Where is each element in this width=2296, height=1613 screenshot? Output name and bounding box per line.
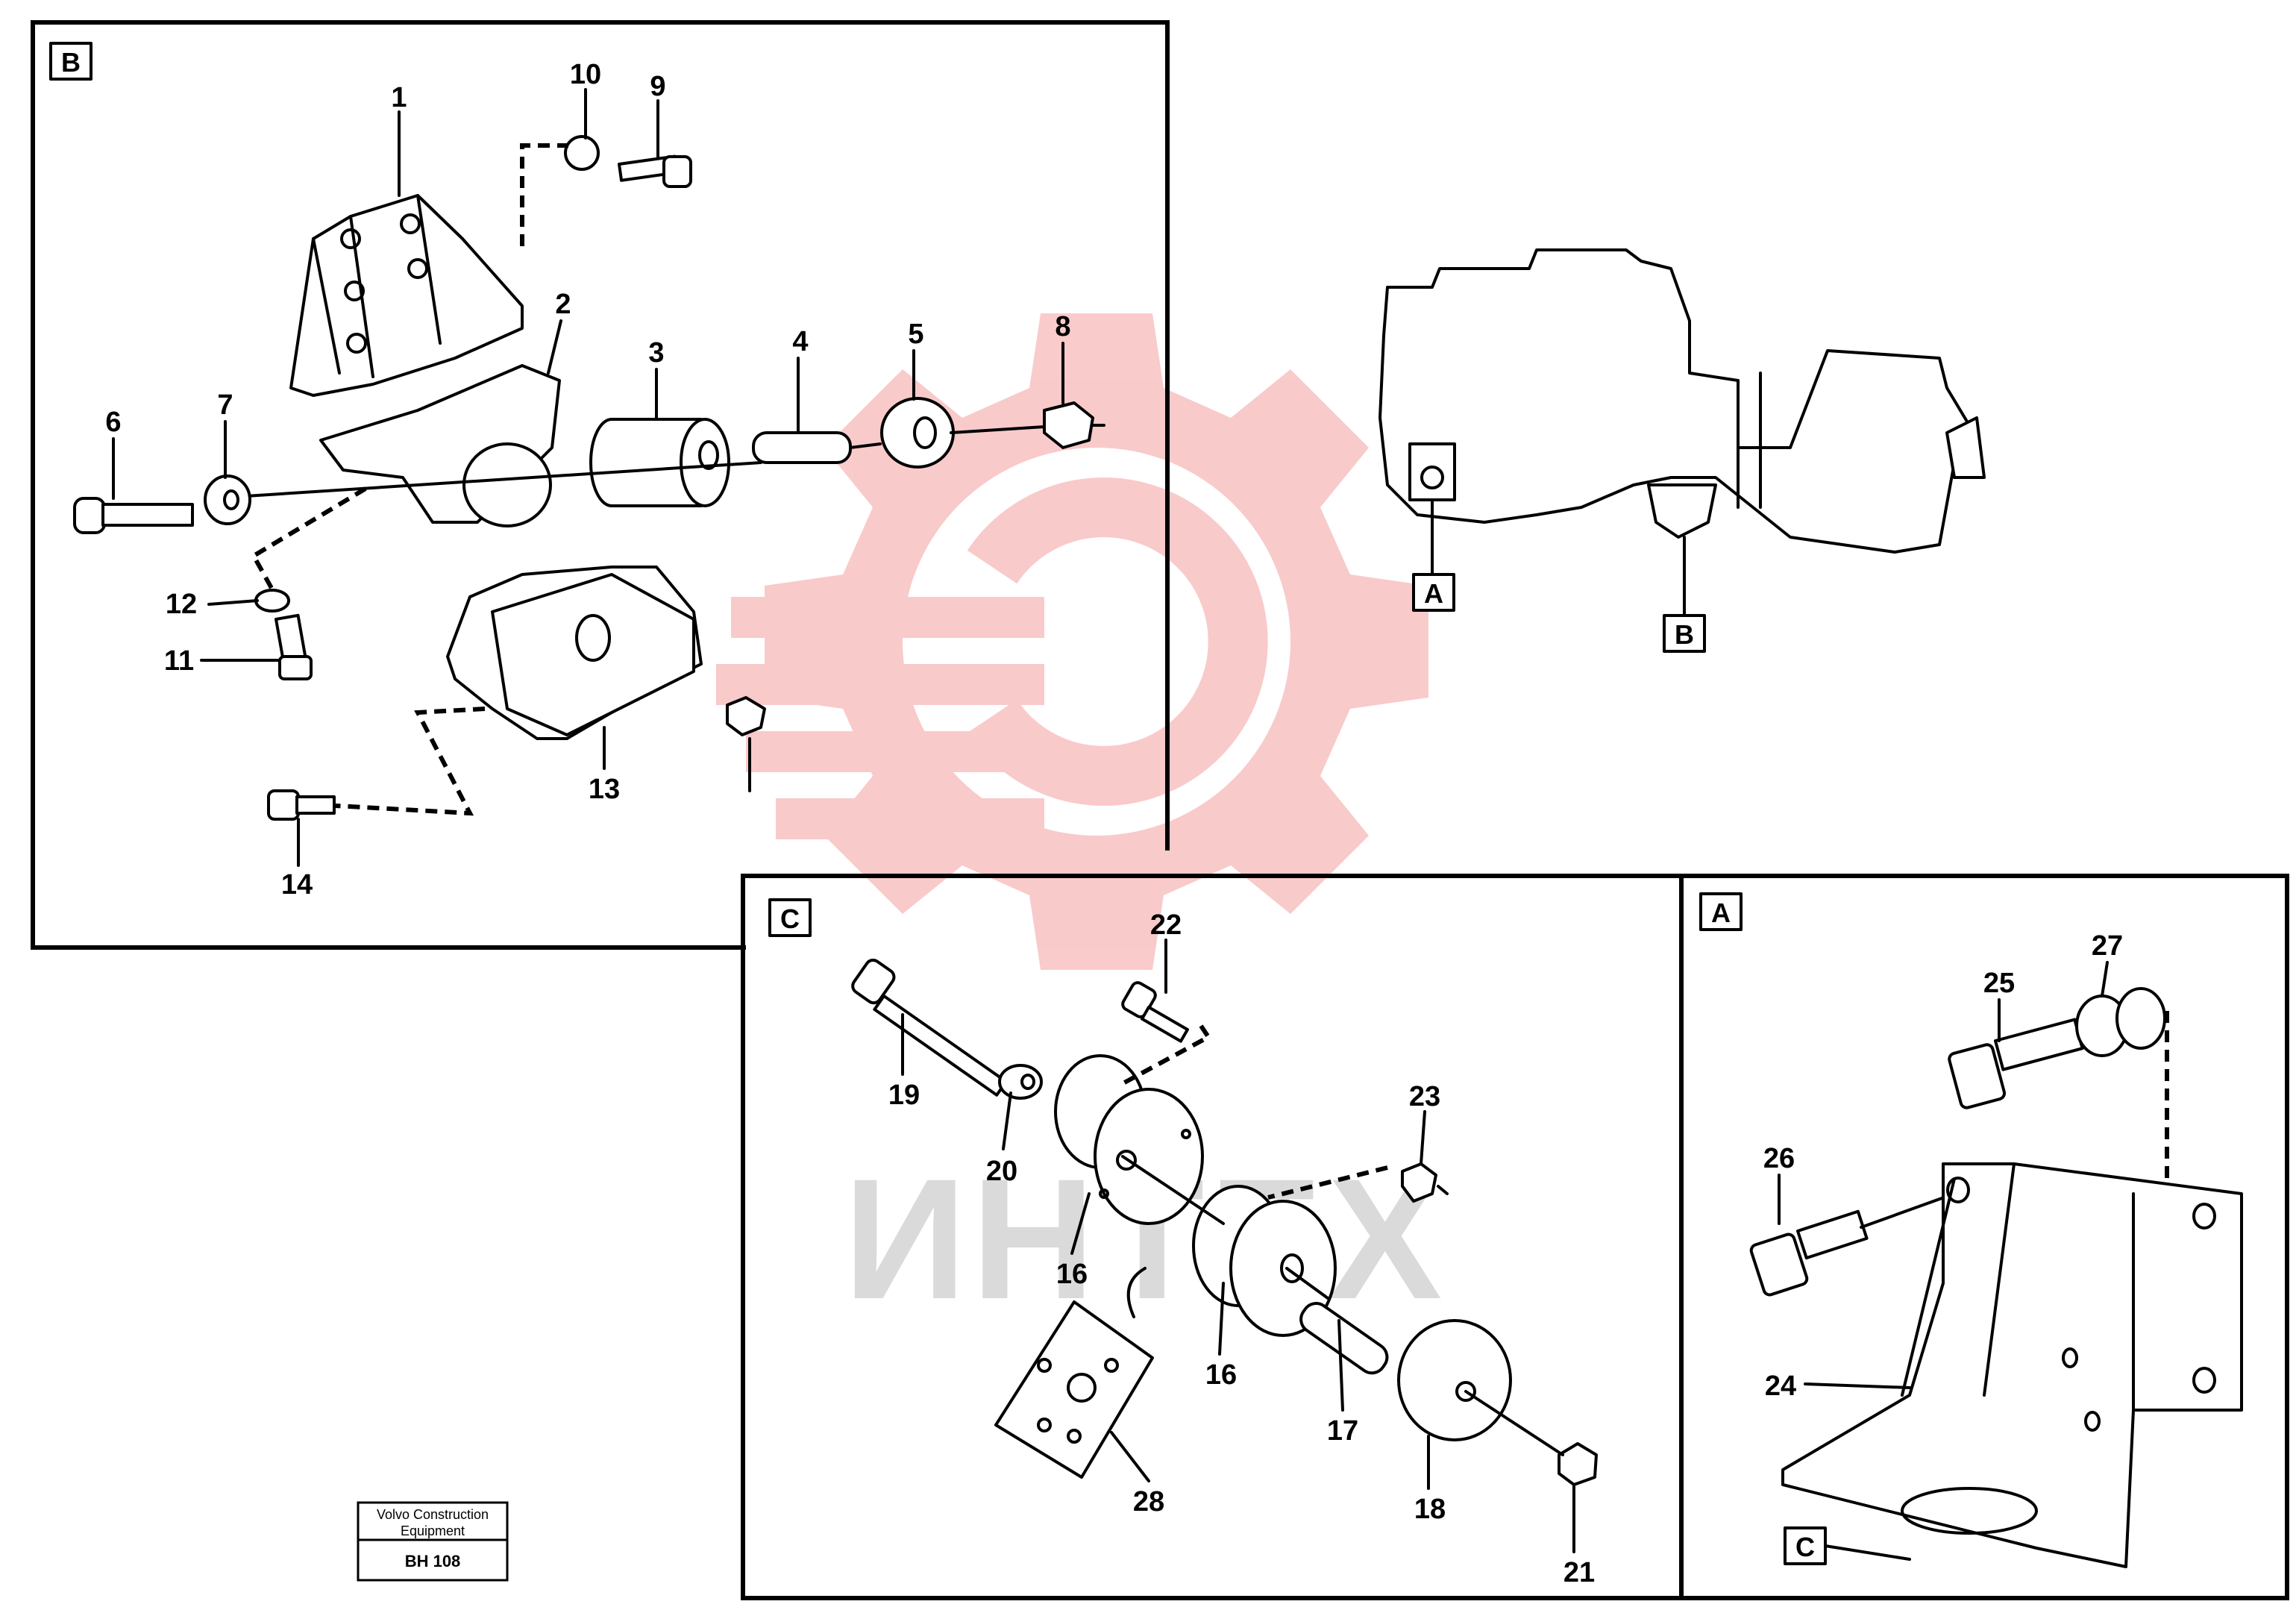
panel-b: B <box>31 20 1170 950</box>
panel-a-tag: A <box>1711 898 1731 928</box>
callout-9: 9 <box>650 71 665 102</box>
callout-11: 11 <box>164 645 194 677</box>
callout-19: 19 <box>888 1080 920 1111</box>
callout-5: 5 <box>908 319 923 350</box>
panel-a: A <box>1679 874 2289 1600</box>
callout-27: 27 <box>2092 930 2123 962</box>
callout-4: 4 <box>792 326 808 357</box>
stamp-line-1: Volvo Construction <box>377 1507 489 1522</box>
callout-1: 1 <box>391 82 407 113</box>
stamp-code: BH 108 <box>405 1552 461 1570</box>
callout-24: 24 <box>1765 1371 1796 1402</box>
callout-3: 3 <box>648 337 664 369</box>
callout-13: 13 <box>589 774 620 805</box>
callout-14: 14 <box>281 869 313 901</box>
callout-21: 21 <box>1563 1557 1595 1588</box>
callout-10: 10 <box>570 59 601 90</box>
callout-22: 22 <box>1150 909 1182 941</box>
callout-8: 8 <box>1055 311 1070 342</box>
callout-16-lower: 16 <box>1205 1359 1237 1391</box>
callout-16-upper: 16 <box>1056 1259 1088 1290</box>
overview-transmission: A B <box>1378 248 1986 653</box>
stamp-box: Volvo Construction Equipment BH 108 <box>357 1501 509 1582</box>
callout-26: 26 <box>1763 1143 1795 1174</box>
callout-28: 28 <box>1133 1486 1164 1518</box>
callout-12: 12 <box>166 589 197 620</box>
callout-18: 18 <box>1414 1494 1446 1525</box>
panel-b-parts <box>73 88 1105 867</box>
callout-2: 2 <box>555 289 571 320</box>
overview-tag-a: A <box>1424 578 1443 609</box>
panel-a-parts: C <box>1749 961 2243 1568</box>
callout-20: 20 <box>986 1156 1017 1187</box>
callout-17: 17 <box>1327 1415 1358 1447</box>
panel-b-tag: B <box>61 47 81 78</box>
callout-7: 7 <box>217 389 233 421</box>
watermark-logo <box>716 313 1428 970</box>
stamp-line-2: Equipment <box>401 1523 465 1538</box>
panel-c-parts <box>851 939 1598 1553</box>
callout-6: 6 <box>105 407 121 438</box>
overview-tag-b: B <box>1675 619 1694 650</box>
panel-c-tag: C <box>780 903 800 934</box>
callout-23: 23 <box>1409 1081 1440 1112</box>
panel-a-ref-c: C <box>1795 1532 1815 1562</box>
callout-25: 25 <box>1983 968 2015 999</box>
